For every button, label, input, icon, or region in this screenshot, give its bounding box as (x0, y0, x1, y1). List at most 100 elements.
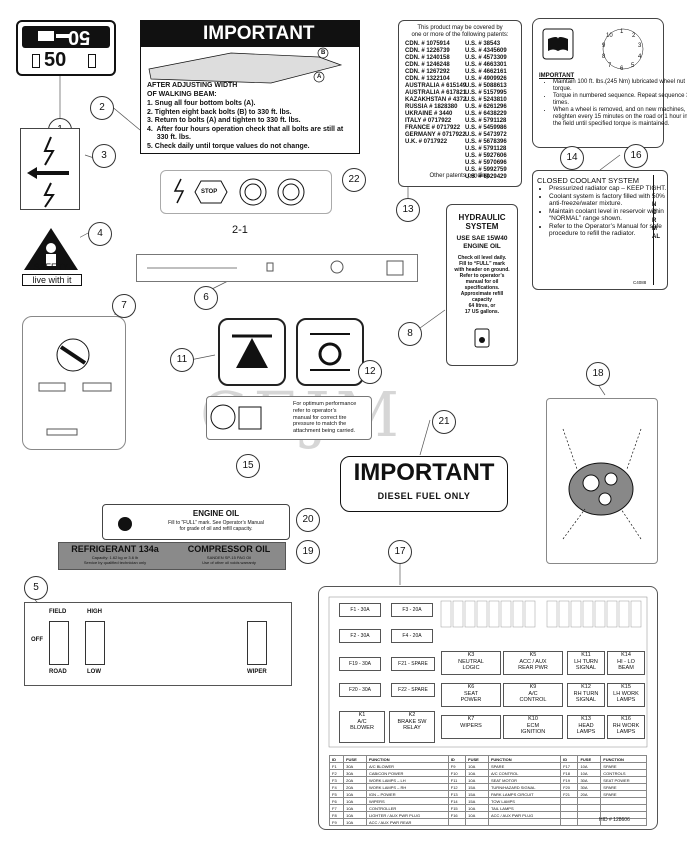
fuse-table-cell: F11 (447, 776, 467, 784)
callout-11: 11 (170, 348, 194, 372)
decal-16-title: CLOSED COOLANT SYSTEM (537, 176, 639, 185)
diesel-title: IMPORTANT (353, 459, 495, 486)
fuse-table-cell: SEAT POWER (600, 776, 647, 784)
relay-k10: K10 ECM IGNITION (503, 715, 563, 739)
decal-11-raise (218, 318, 286, 386)
part-number: HID # 128606 (599, 817, 630, 823)
fuse-table-cell: ID (560, 755, 579, 763)
reel-icon (310, 333, 350, 371)
fuse-table-cell: F8 (328, 811, 345, 819)
refrigerant-title: REFRIGERANT 134a (71, 544, 159, 554)
safety-line2: live with it (22, 274, 82, 286)
patent-l: AUSTRALIA # 615149 (405, 83, 467, 89)
patents-footer: Other patents pending. (429, 173, 491, 179)
bolt-1: 1 (620, 29, 624, 35)
decal-14-title: IMPORTANT (539, 73, 575, 79)
oil-drop-icon (118, 517, 132, 531)
lamp-switch (85, 621, 105, 665)
patent-r: U.S. # 5791128 (465, 146, 507, 152)
patent-r: U.S. # 5970696 (465, 160, 507, 166)
compressor-title: COMPRESSOR OIL (187, 544, 271, 554)
fuse-table-cell: SPARE (600, 762, 647, 770)
step-1: 1. Snug all four bottom bolts (A). (147, 100, 256, 107)
fuse-table-cell: FUNCTION (487, 755, 562, 763)
fuse-table-cell (577, 804, 602, 812)
decal-2-steps: 1. Snug all four bottom bolts (A). 2. Ti… (147, 100, 357, 151)
bolt-9: 9 (602, 43, 606, 49)
indicator-icons (173, 178, 305, 206)
joystick-diagram (562, 428, 642, 540)
decal-22-indicators: STOP (160, 170, 332, 214)
fuse-table-cell: FUNCTION (600, 755, 647, 763)
normal-label: NORMAL (652, 202, 660, 240)
fuse-table-cell (560, 797, 579, 805)
bolt-5: 5 (631, 63, 635, 69)
decal-15-text: For optimum performance refer to operato… (293, 401, 357, 435)
fuse-table-cell: FUSE (465, 755, 489, 763)
callout-2: 2 (90, 96, 114, 120)
callout-21: 21 (432, 410, 456, 434)
fuse-table-cell (577, 811, 602, 819)
low-label: LOW (87, 669, 101, 675)
patent-r: U.S. # 6438229 (465, 111, 507, 117)
hydraulic-use: USE SAE 15W40 ENGINE OIL (456, 235, 508, 250)
decal-17-fuse-panel: F1 - 30A F2 - 30A F3 - 20A F4 - 20A F19 … (318, 586, 658, 830)
fuse-table-cell: F16 (447, 811, 467, 819)
fuse-table-cell: 30A (343, 762, 367, 770)
fuse-table-cell: FUNCTION (365, 755, 449, 763)
callout-13: 13 (396, 198, 420, 222)
field-label: FIELD (49, 609, 67, 615)
bullet: Pressurized radiator cap – KEEP TIGHT. (549, 185, 679, 193)
fuse-table-cell: 20A (577, 790, 602, 798)
patent-r: U.S. # 5992759 (465, 167, 507, 173)
patent-l: U.K. # 0717922 (405, 139, 448, 145)
fuse-table-cell: ACC / AUX PWR REAR (365, 818, 449, 826)
patents-left-list: CDN. # 1075914 CDN. # 1226739 CDN. # 124… (405, 41, 466, 146)
fuse-table-cell (560, 818, 579, 826)
fuse-f3: F3 - 20A (391, 603, 433, 617)
step-3: 3. Return to bolts (A) and tighten to 33… (147, 117, 301, 124)
fuse-table-cell: F7 (328, 804, 345, 812)
decal-20-engine-oil: ENGINE OIL Fill to “FULL” mark. See Oper… (102, 504, 290, 540)
decal-1-fuel-filter: 50 50 (16, 20, 116, 76)
callout-4: 4 (88, 222, 112, 246)
callout-16: 16 (624, 144, 648, 168)
label-2-1: 2-1 (232, 224, 248, 236)
fuse-table-cell: TURN/HAZARD SIGNAL (487, 783, 562, 791)
patent-r: U.S. # 5791128 (465, 118, 507, 124)
bolt-4: 4 (638, 54, 642, 60)
fuse-table-cell: WORK LAMPS – RH (365, 783, 449, 791)
fuse-table-cell: 15A (465, 790, 489, 798)
decal-16-coolant: CLOSED COOLANT SYSTEM Pressurized radiat… (532, 170, 668, 290)
bolt-10: 10 (606, 33, 613, 39)
decal-14-bullets: Maintain 100 ft. lbs.(245 Nm) lubricated… (513, 79, 687, 128)
walking-beam-illustration (148, 47, 343, 84)
patent-l: CDN. # 1322104 (405, 76, 450, 82)
fuse-table-cell: 10A (343, 790, 367, 798)
wiper-label: WIPER (247, 669, 267, 675)
patent-l: ITALY # 0717922 (405, 118, 452, 124)
fuse-table-cell: ACC / AUX PWR PLUG (487, 811, 562, 819)
fuse-f21: F21 - SPARE (391, 657, 435, 671)
fuse-table-cell: SPARE (487, 762, 562, 770)
decal-19-refrigerant: REFRIGERANT 134a Capacity: 1.62 kg or 3.… (58, 542, 286, 570)
fuse-table-cell: F3 (328, 776, 345, 784)
safety-person-icon (24, 228, 78, 270)
decal-8-hydraulic: HYDRAULIC SYSTEM USE SAE 15W40 ENGINE OI… (446, 204, 518, 366)
decal-12-reel (296, 318, 364, 386)
fuse-f20: F20 - 30A (339, 683, 381, 697)
patent-l: UKRAINE # 3440 (405, 111, 453, 117)
fuse-table-cell: SPARE (600, 783, 647, 791)
fuse-table-cell (600, 818, 647, 826)
fuse-table-cell: 30A (343, 769, 367, 777)
bolt-pattern: 1 2 3 4 5 6 7 8 9 10 (602, 29, 643, 72)
fuse-table-cell: FUSE (577, 755, 602, 763)
callout-3: 3 (92, 144, 116, 168)
oil-can-icon (474, 328, 490, 348)
relay-k2: K2 BRAKE SW RELAY (389, 711, 435, 743)
control-lever-icons (38, 338, 112, 436)
